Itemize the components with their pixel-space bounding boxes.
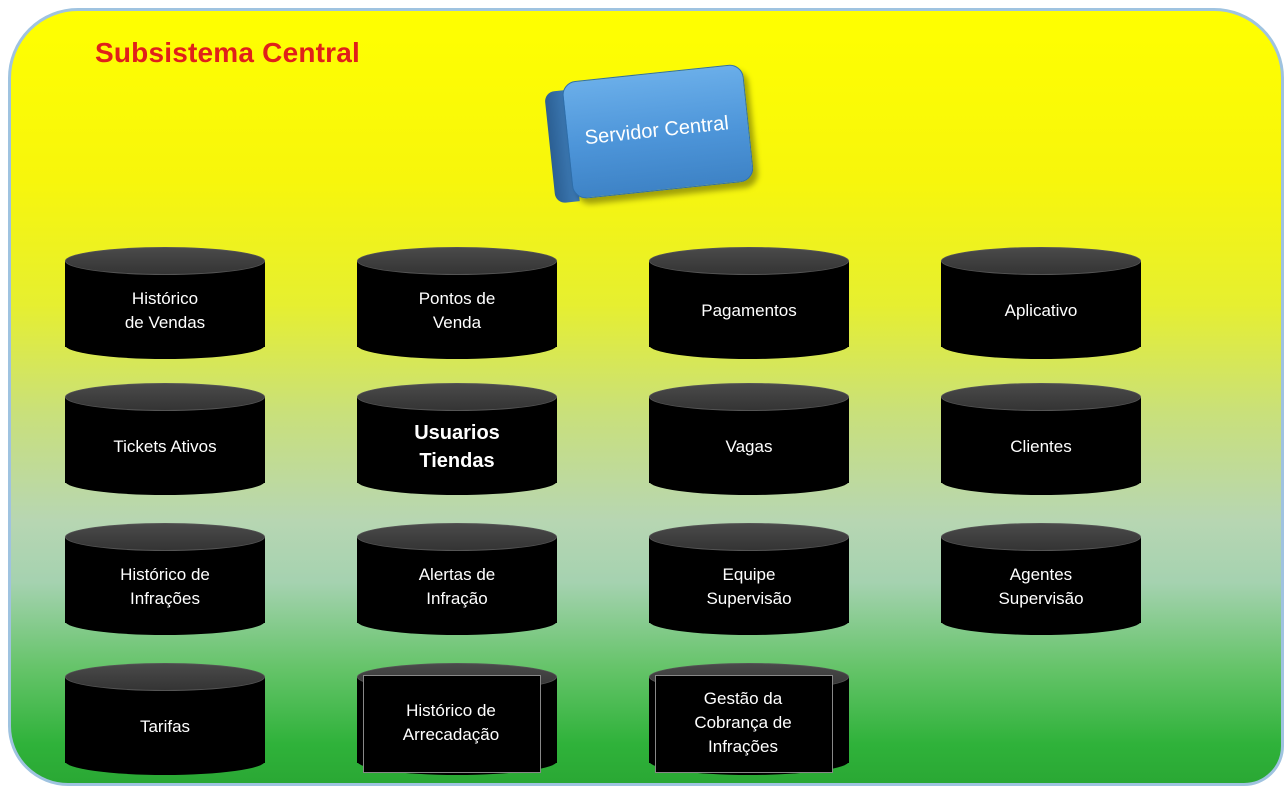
db-label: Alertas de Infração bbox=[418, 565, 496, 608]
db-label: Tarifas bbox=[139, 717, 191, 736]
db-label: Vagas bbox=[725, 437, 773, 456]
subsystem-panel: Subsistema Central Servidor Central Hist… bbox=[8, 8, 1284, 786]
page-title: Subsistema Central bbox=[95, 37, 361, 68]
central-server-node[interactable]: Servidor Central bbox=[543, 56, 766, 209]
db-label: Tickets Ativos bbox=[113, 437, 217, 456]
db-gestao-cobranca-infracoes[interactable]: Gestão da Cobrança de Infrações bbox=[649, 663, 849, 775]
db-label: Histórico de Vendas bbox=[124, 289, 206, 332]
db-label: Clientes bbox=[1010, 437, 1072, 456]
db-label: Aplicativo bbox=[1004, 301, 1078, 320]
db-aplicativo[interactable]: Aplicativo bbox=[941, 247, 1141, 359]
db-agentes-supervisao[interactable]: Agentes Supervisão bbox=[941, 523, 1141, 635]
db-label: Histórico de Infrações bbox=[120, 565, 210, 608]
db-label: Pontos de Venda bbox=[418, 289, 496, 332]
db-vagas[interactable]: Vagas bbox=[649, 383, 849, 495]
db-usuarios-tiendas[interactable]: Usuarios Tiendas bbox=[357, 383, 557, 495]
db-tickets-ativos[interactable]: Tickets Ativos bbox=[65, 383, 265, 495]
db-label: Gestão da Cobrança de Infrações bbox=[694, 689, 792, 756]
db-label: Histórico de Arrecadação bbox=[402, 701, 500, 744]
db-alertas-infracao[interactable]: Alertas de Infração bbox=[357, 523, 557, 635]
db-label: Pagamentos bbox=[701, 301, 797, 320]
db-tarifas[interactable]: Tarifas bbox=[65, 663, 265, 775]
db-label: Agentes Supervisão bbox=[998, 565, 1084, 608]
db-historico-infracoes[interactable]: Histórico de Infrações bbox=[65, 523, 265, 635]
db-pagamentos[interactable]: Pagamentos bbox=[649, 247, 849, 359]
server-label: Servidor Central bbox=[583, 111, 730, 149]
db-historico-vendas[interactable]: Histórico de Vendas bbox=[65, 247, 265, 359]
db-pontos-venda[interactable]: Pontos de Venda bbox=[357, 247, 557, 359]
db-historico-arrecadacao[interactable]: Histórico de Arrecadação bbox=[357, 663, 557, 775]
db-label: Usuarios Tiendas bbox=[414, 422, 500, 472]
db-equipe-supervisao[interactable]: Equipe Supervisão bbox=[649, 523, 849, 635]
db-clientes[interactable]: Clientes bbox=[941, 383, 1141, 495]
db-label: Equipe Supervisão bbox=[706, 565, 792, 608]
